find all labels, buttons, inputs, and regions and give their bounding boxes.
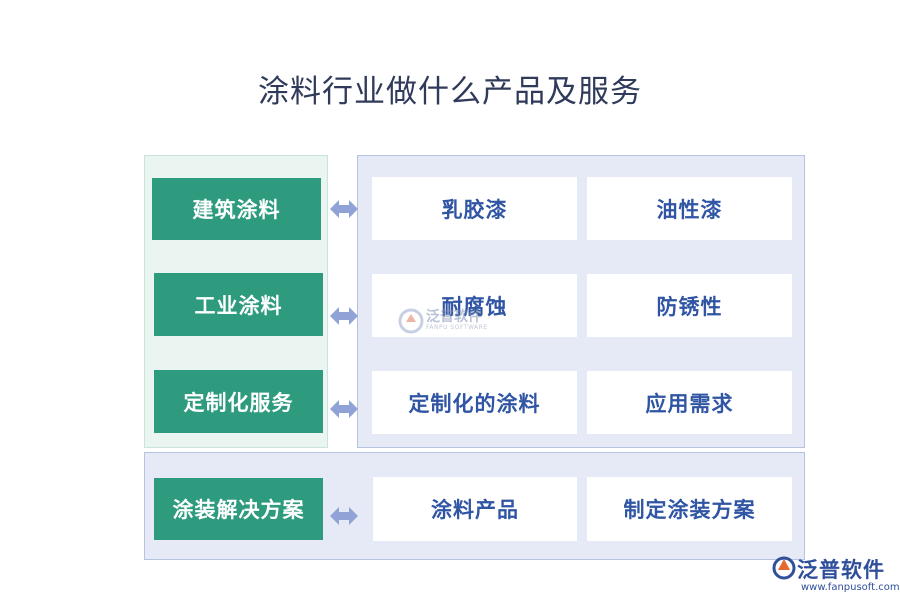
item-box: 应用需求 [587, 371, 792, 434]
item-box: 涂料产品 [373, 477, 577, 541]
double-arrow-icon [330, 400, 358, 418]
category-box-coating-solution: 涂装解决方案 [154, 478, 323, 540]
watermark: 泛普软件 FANPU SOFTWARE [398, 306, 508, 336]
double-arrow-icon [330, 200, 358, 218]
item-box: 制定涂装方案 [587, 477, 792, 541]
brand-url: www.fanpusoft.com [801, 582, 900, 593]
diagram-title: 涂料行业做什么产品及服务 [258, 74, 642, 110]
watermark-name: 泛普软件 [426, 309, 482, 325]
item-box: 防锈性 [587, 274, 792, 337]
category-box-architectural: 建筑涂料 [152, 178, 321, 240]
brand-logo-icon [772, 556, 796, 580]
item-box: 定制化的涂料 [372, 371, 577, 434]
brand-name: 泛普软件 [797, 558, 885, 582]
watermark-sub: FANPU SOFTWARE [426, 324, 488, 331]
item-box: 油性漆 [587, 177, 792, 240]
item-box: 耐腐蚀 [372, 274, 577, 337]
item-box: 乳胶漆 [372, 177, 577, 240]
category-box-industrial: 工业涂料 [154, 273, 323, 336]
double-arrow-icon [330, 507, 358, 525]
watermark-logo-icon [398, 308, 424, 334]
double-arrow-icon [330, 307, 358, 325]
category-box-custom-service: 定制化服务 [154, 370, 323, 433]
brand-logo: 泛普软件 www.fanpusoft.com [771, 553, 900, 597]
